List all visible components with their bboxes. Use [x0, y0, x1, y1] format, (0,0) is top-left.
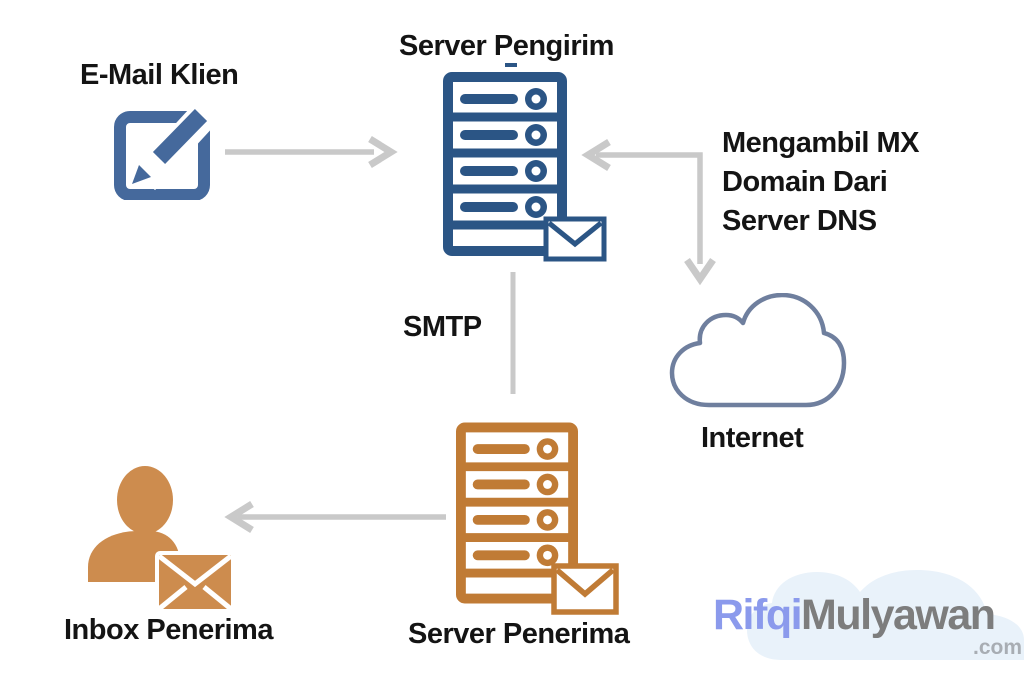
dns-note: Mengambil MX Domain Dari Server DNS	[722, 124, 920, 241]
server-rows	[460, 88, 547, 218]
email-client-label: E-Mail Klien	[80, 59, 239, 91]
watermark-brand-first: Rifqi	[713, 591, 803, 639]
receiving-server-label: Server Penerima	[408, 618, 630, 650]
dns-note-line-2: Domain Dari	[722, 166, 888, 198]
receiving-server-icon	[456, 422, 578, 604]
arrow-server-to-inbox	[224, 501, 446, 533]
watermark-cloud	[747, 570, 1024, 660]
compose-square	[114, 111, 210, 200]
server-rows	[472, 438, 559, 567]
dns-note-line-1: Mengambil MX	[722, 127, 920, 159]
arrow-client-to-sending-server	[225, 136, 398, 168]
smtp-label: SMTP	[403, 311, 482, 343]
sending-server-label: Server Pengirim	[399, 30, 614, 62]
envelope-icon	[551, 563, 619, 615]
watermark-brand: RifqiMulyawan	[713, 591, 996, 639]
arrow-dns-elbow	[581, 139, 716, 286]
pencil-tip	[132, 165, 151, 184]
sending-server-icon	[443, 72, 567, 256]
internet-label: Internet	[701, 422, 804, 454]
dns-note-line-3: Server DNS	[722, 205, 877, 237]
envelope-icon	[543, 216, 607, 262]
envelope-icon	[155, 551, 235, 613]
watermark-brand-second: Mulyawan	[801, 591, 996, 639]
compose-icon	[114, 96, 216, 200]
watermark-tld: .com	[973, 636, 1023, 659]
inbox-label: Inbox Penerima	[64, 614, 273, 646]
pencil-body	[152, 109, 208, 164]
cloud-icon	[669, 293, 847, 408]
label-underline-mark	[505, 63, 517, 67]
